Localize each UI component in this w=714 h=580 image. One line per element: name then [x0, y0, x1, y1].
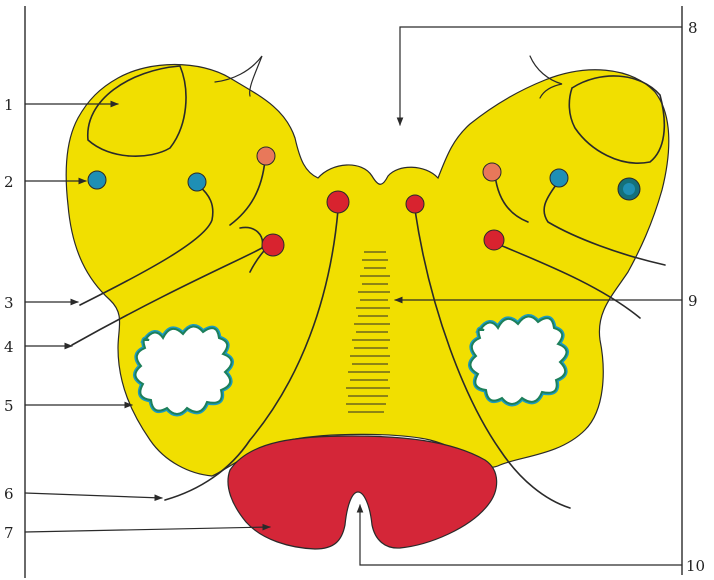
label-6: 6 — [4, 485, 14, 503]
label-1: 1 — [4, 96, 14, 114]
tissue-body — [66, 65, 669, 477]
label-2: 2 — [4, 173, 14, 191]
label-8: 8 — [688, 19, 698, 37]
right-blue-nucleus-inner — [550, 169, 568, 187]
left-red-nucleus-lateral — [262, 234, 284, 256]
right-blue-nucleus-outer-core — [623, 183, 635, 195]
arrow-icon — [25, 493, 162, 498]
right-red-nucleus-medial — [406, 195, 424, 213]
left-blue-nucleus-inner — [188, 173, 206, 191]
label-4: 4 — [4, 338, 14, 356]
right-orange-nucleus — [483, 163, 501, 181]
label-7: 7 — [4, 524, 14, 542]
right-red-nucleus-lateral — [484, 230, 504, 250]
left-orange-nucleus — [257, 147, 275, 165]
left-blue-nucleus-outer — [88, 171, 106, 189]
label-5: 5 — [4, 397, 14, 415]
pyramid-red-region — [228, 436, 497, 549]
label-3: 3 — [4, 294, 14, 312]
arrow-icon — [25, 527, 270, 532]
label-9: 9 — [688, 292, 698, 310]
left-red-nucleus-medial — [327, 191, 349, 213]
label-10: 10 — [686, 557, 705, 575]
